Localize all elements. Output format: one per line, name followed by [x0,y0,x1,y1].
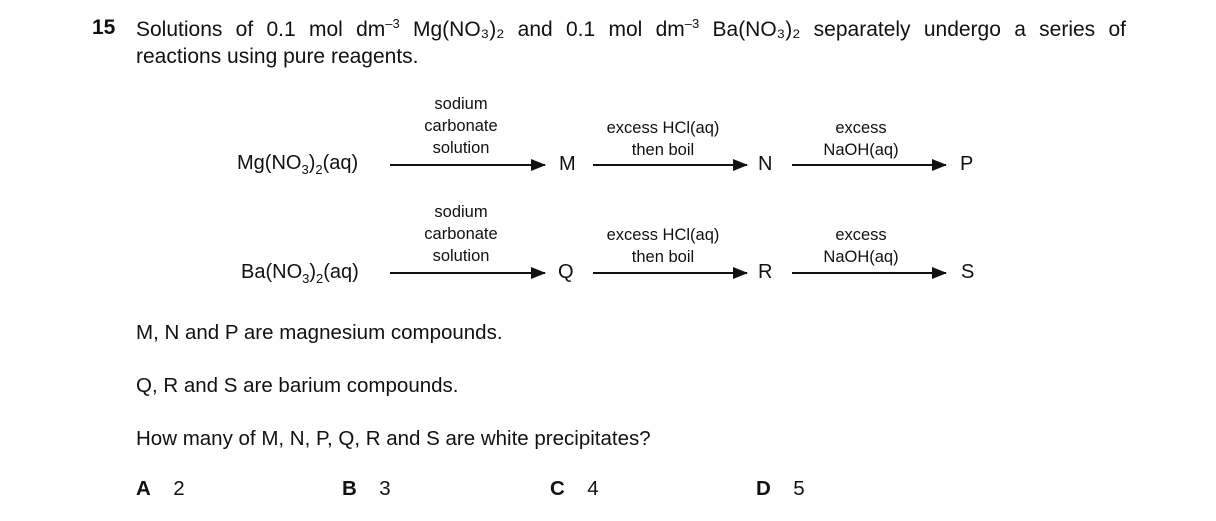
option-d[interactable]: D 5 [756,477,805,501]
step1-reagent-ba: sodium carbonate solution [424,203,498,265]
option-letter: C [550,477,565,500]
product-s: S [961,261,975,283]
arrow-mg-step1 [390,159,546,171]
arrow-ba-step3 [792,267,947,279]
step2-reagent-mg: excess HCl(aq)then boil [606,119,720,159]
arrow-mg-step3 [792,159,947,171]
step2-reagent-ba: excess HCl(aq)then boil [606,226,720,266]
option-value: 2 [173,477,185,500]
reactant-mg-nitrate: Mg(NO3)2(aq) [237,152,359,177]
option-a[interactable]: A 2 [136,477,185,501]
arrow-mg-step2 [593,159,748,171]
question-stem: Solutions of 0.1 mol dm–3 Mg(NO₃)₂ and 0… [136,16,1126,68]
step1-reagent-mg: sodium carbonate solution [424,95,498,157]
option-b[interactable]: B 3 [342,477,391,501]
product-m: M [559,153,576,175]
question-number: 15 [92,16,116,39]
product-r: R [758,261,773,283]
option-value: 3 [379,477,391,500]
reactant-ba-nitrate: Ba(NO3)2(aq) [241,261,359,286]
option-c[interactable]: C 4 [550,477,599,501]
product-p: P [960,153,974,175]
arrow-ba-step2 [593,267,748,279]
statement-barium: Q, R and S are barium compounds. [136,374,459,397]
question-prompt: How many of M, N, P, Q, R and S are whit… [136,427,651,450]
option-value: 5 [793,477,805,500]
option-letter: D [756,477,771,500]
option-letter: B [342,477,357,500]
statement-magnesium: M, N and P are magnesium compounds. [136,321,503,344]
product-n: N [758,153,773,175]
option-value: 4 [587,477,599,500]
option-letter: A [136,477,151,500]
product-q: Q [558,261,574,283]
arrow-ba-step1 [390,267,546,279]
